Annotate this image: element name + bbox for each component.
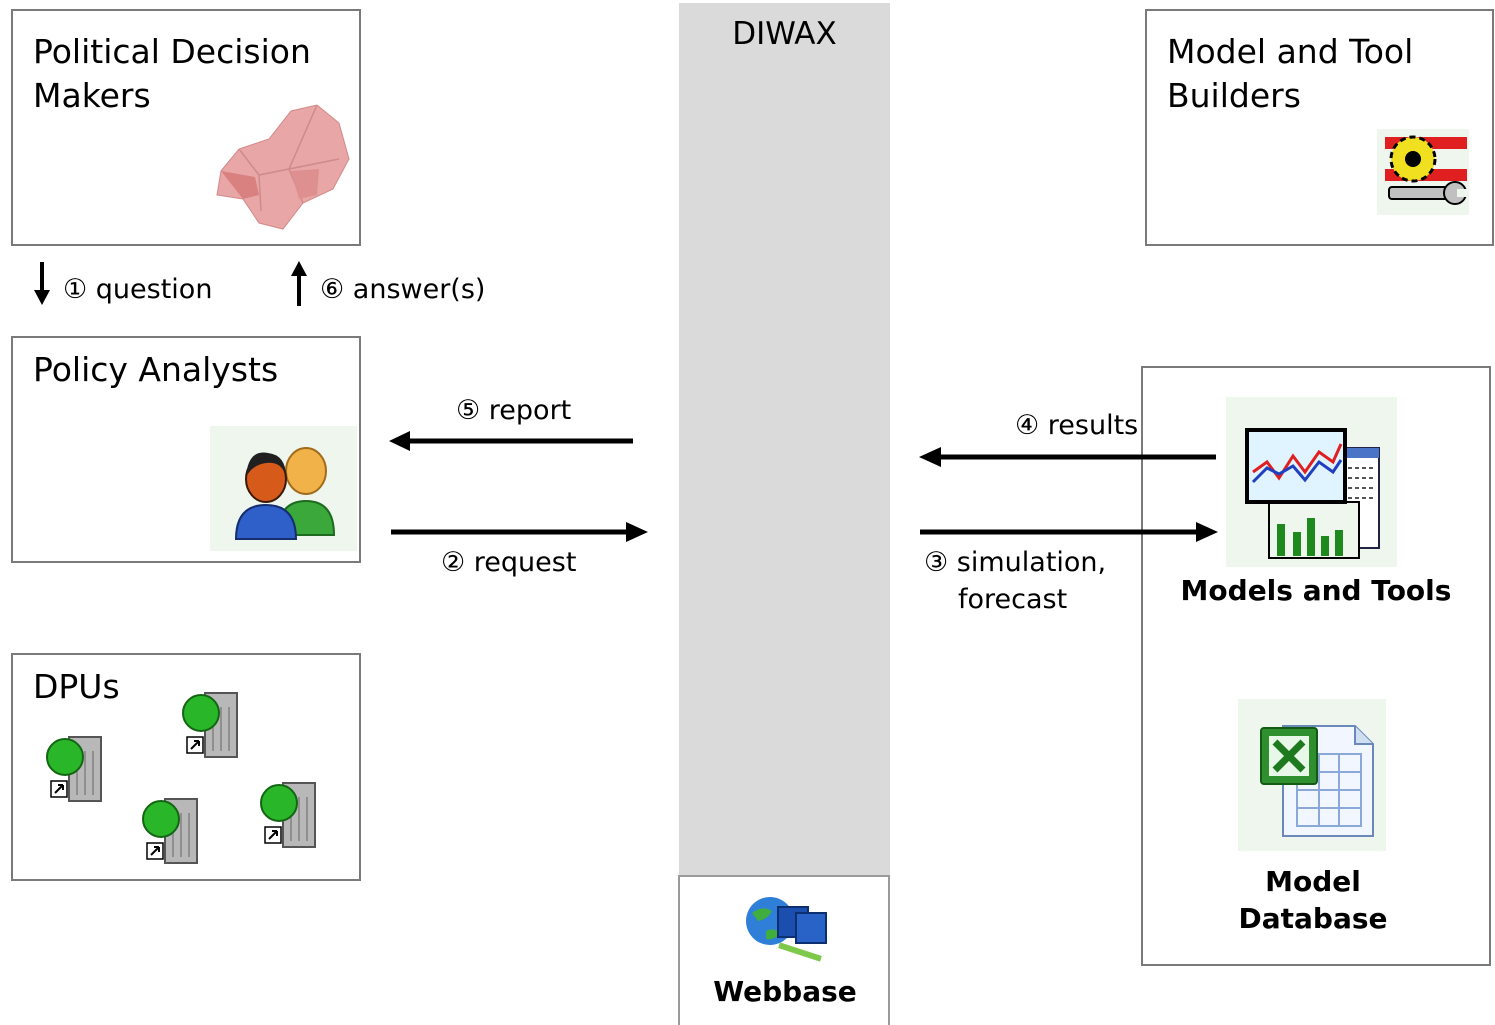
model-db-line2: Database xyxy=(1238,902,1388,935)
dpus-box: DPUs xyxy=(11,653,361,881)
server-icon xyxy=(142,798,198,864)
question-label: ① question xyxy=(63,274,213,305)
report-label: ⑤ report xyxy=(456,395,572,426)
builders-title-line1: Model and Tool xyxy=(1167,32,1414,71)
results-label: ④ results xyxy=(1015,410,1139,441)
server-icon xyxy=(260,782,316,848)
models-box: Models and Tools Model Database xyxy=(1141,366,1491,966)
political-title-line1: Political Decision xyxy=(33,32,311,71)
model-db-line1: Model xyxy=(1265,865,1361,898)
tools-icon xyxy=(1377,129,1469,215)
server-icon xyxy=(46,736,102,802)
political-decision-makers-box: Political Decision Makers xyxy=(11,9,361,246)
users-icon xyxy=(234,447,336,540)
server-icon xyxy=(182,692,238,758)
map-icon xyxy=(216,104,350,230)
diwax-title: DIWAX xyxy=(732,16,837,52)
webbase-label: Webbase xyxy=(713,975,857,1008)
request-label: ② request xyxy=(441,547,577,578)
model-tool-builders-box: Model and Tool Builders xyxy=(1145,9,1494,246)
policy-analysts-box: Policy Analysts xyxy=(11,336,361,563)
analysts-title: Policy Analysts xyxy=(33,350,279,389)
dpus-title: DPUs xyxy=(33,667,120,706)
answer-label: ⑥ answer(s) xyxy=(320,274,486,305)
builders-title-line2: Builders xyxy=(1167,76,1301,115)
simulation-label-line2: forecast xyxy=(958,584,1068,615)
models-tools-label: Models and Tools xyxy=(1180,574,1452,607)
political-title-line2: Makers xyxy=(33,76,151,115)
webbase-box: Webbase xyxy=(678,875,890,1025)
globe-network-icon xyxy=(746,897,827,962)
spreadsheet-icon xyxy=(1260,725,1374,837)
simulation-label-line1: ③ simulation, xyxy=(924,547,1107,578)
diwax-column xyxy=(679,3,890,875)
chart-window-icon xyxy=(1245,428,1380,559)
